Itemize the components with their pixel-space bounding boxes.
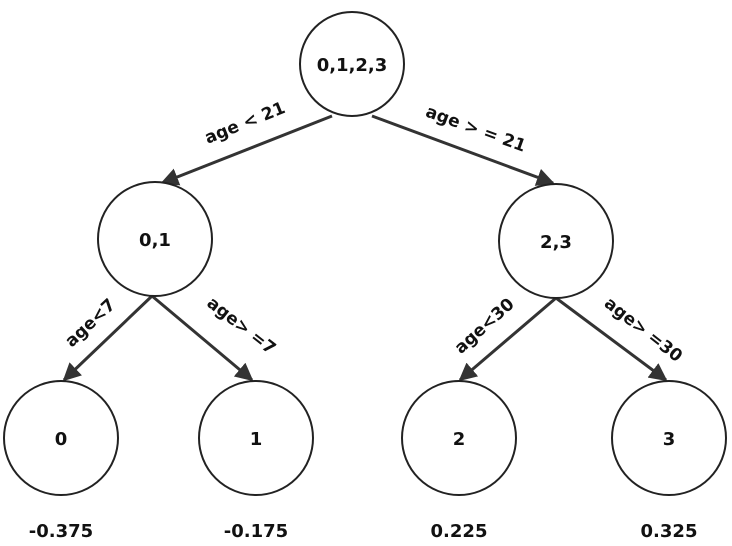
edge-right-to-leaf-3 (555, 296, 668, 382)
edge-label-right-leaf-3: age> =30 (600, 293, 686, 366)
node-right-circle (498, 183, 614, 299)
leaf-value-0: -0.375 (29, 521, 93, 542)
edge-label-right-leaf-2: age<30 (451, 294, 519, 358)
edges (62, 114, 668, 382)
leaf-value-1: -0.175 (224, 521, 288, 542)
node-leaf-1: 1 (198, 380, 314, 496)
node-leaf-3-circle (611, 380, 727, 496)
node-leaf-1-circle (198, 380, 314, 496)
tree-nodes: 0,1,2,3 0,1 2,3 0 1 2 3 (3, 11, 727, 496)
node-leaf-2-label: 2 (453, 429, 466, 450)
node-leaf-2: 2 (401, 380, 517, 496)
edge-label-root-left: age < 21 (202, 98, 288, 148)
node-left: 0,1 (97, 181, 213, 297)
edge-label-root-right: age > = 21 (423, 102, 529, 157)
node-leaf-0: 0 (3, 380, 119, 496)
edge-root-to-right (371, 114, 555, 186)
node-root: 0,1,2,3 (299, 11, 405, 117)
edge-left-to-leaf-0 (62, 294, 154, 382)
edge-left-to-leaf-1 (151, 294, 254, 382)
leaf-value-2: 0.225 (431, 521, 488, 542)
node-leaf-0-label: 0 (55, 429, 68, 450)
node-right: 2,3 (498, 183, 614, 299)
node-leaf-1-label: 1 (250, 429, 263, 450)
leaf-value-3: 0.325 (641, 521, 698, 542)
edge-label-left-leaf-0: age<7 (61, 295, 119, 351)
node-left-circle (97, 181, 213, 297)
edge-right-to-leaf-2 (458, 296, 557, 382)
node-leaf-0-circle (3, 380, 119, 496)
edge-root-to-left (160, 114, 333, 186)
node-root-label: 0,1,2,3 (317, 55, 388, 76)
node-right-label: 2,3 (540, 232, 572, 253)
leaf-values: -0.375 -0.175 0.225 0.325 (29, 521, 698, 542)
node-leaf-3-label: 3 (663, 429, 676, 450)
node-left-label: 0,1 (139, 230, 171, 251)
node-leaf-3: 3 (611, 380, 727, 496)
node-root-circle (299, 11, 405, 117)
node-leaf-2-circle (401, 380, 517, 496)
